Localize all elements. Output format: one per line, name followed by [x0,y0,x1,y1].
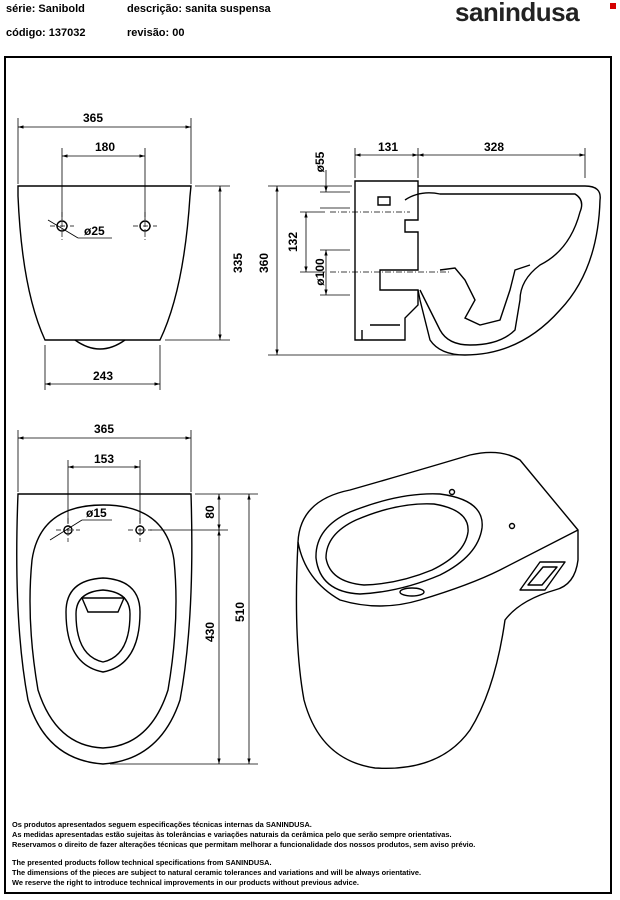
side-view [354,180,601,356]
front-holes-dim: 180 [95,140,115,154]
side-spacing-dim: 132 [286,232,300,252]
perspective-rim-edge [297,529,579,607]
top-width-dim: 365 [94,422,114,436]
brand-logo-text: sanindusa [455,0,580,27]
note-pt-1: Os produtos apresentados seguem especifi… [12,820,312,829]
perspective-left-hole [448,488,456,496]
side-view-rear-wall [354,180,419,341]
note-en-2: The dimensions of the pieces are subject… [12,868,422,877]
side-view-dimensions [268,148,586,356]
note-en-1: The presented products follow technical … [12,858,272,867]
perspective-right-hole [508,522,516,530]
front-view-body [17,185,192,341]
front-view [17,185,192,350]
top-hole-dia-dim: ø15 [86,506,107,520]
revisao-label: revisão: 00 [127,27,185,39]
side-rear-dim: 131 [378,140,398,154]
top-length-dim: 510 [233,602,247,622]
serie-label: série: Sanibold [6,3,85,15]
disclaimer-notes: Os produtos apresentados seguem especifi… [12,820,475,888]
descricao-label: descrição: sanita suspensa [127,3,271,15]
top-view [16,493,193,765]
front-view-outlet [74,339,126,350]
top-bowl-dim: 430 [203,622,217,642]
side-view-trap [439,264,531,326]
brand-logo: sanindusa [455,0,616,28]
side-view-inlet [377,196,391,206]
top-view-bowl-outer [65,577,141,673]
front-hole-dia-dim: ø25 [84,224,105,238]
side-view-bowl-outer [417,185,601,356]
side-view-base-detail [361,324,400,340]
side-view-bowl-inner [404,192,583,346]
perspective-drain [399,587,425,597]
note-pt-2: As medidas apresentadas estão sujeitas à… [12,830,452,839]
codigo-label: código: 137032 [6,27,86,39]
top-view-rim [29,504,177,749]
front-view-dimensions [17,118,230,390]
side-view-centerlines [330,211,450,273]
front-width-dim: 365 [83,111,103,125]
top-offset-dim: 80 [203,505,217,519]
top-view-drain [80,597,126,613]
top-view-dimensions [17,430,258,765]
front-base-dim: 243 [93,369,113,383]
front-height-dim: 335 [231,253,245,273]
drawing-frame [4,56,612,894]
side-height-dim: 360 [257,253,271,273]
note-en-3: We reserve the right to introduce techni… [12,878,359,887]
top-view-bowl-inner [75,589,131,663]
perspective-side-opening-inner [527,566,558,586]
brand-mark-icon [610,3,616,9]
perspective-bowl-outer [315,493,483,595]
perspective-side-opening-outer [519,561,566,591]
side-outlet-dim: ø100 [313,258,327,286]
perspective-bowl-inner [325,503,469,586]
side-depth-dim: 328 [484,140,504,154]
perspective-body [295,451,579,770]
side-inlet-dim: ø55 [313,151,327,172]
top-view-outline [16,493,193,765]
note-pt-3: Reservamos o direito de fazer alterações… [12,840,476,849]
perspective-view [295,451,579,770]
top-holes-dim: 153 [94,452,114,466]
